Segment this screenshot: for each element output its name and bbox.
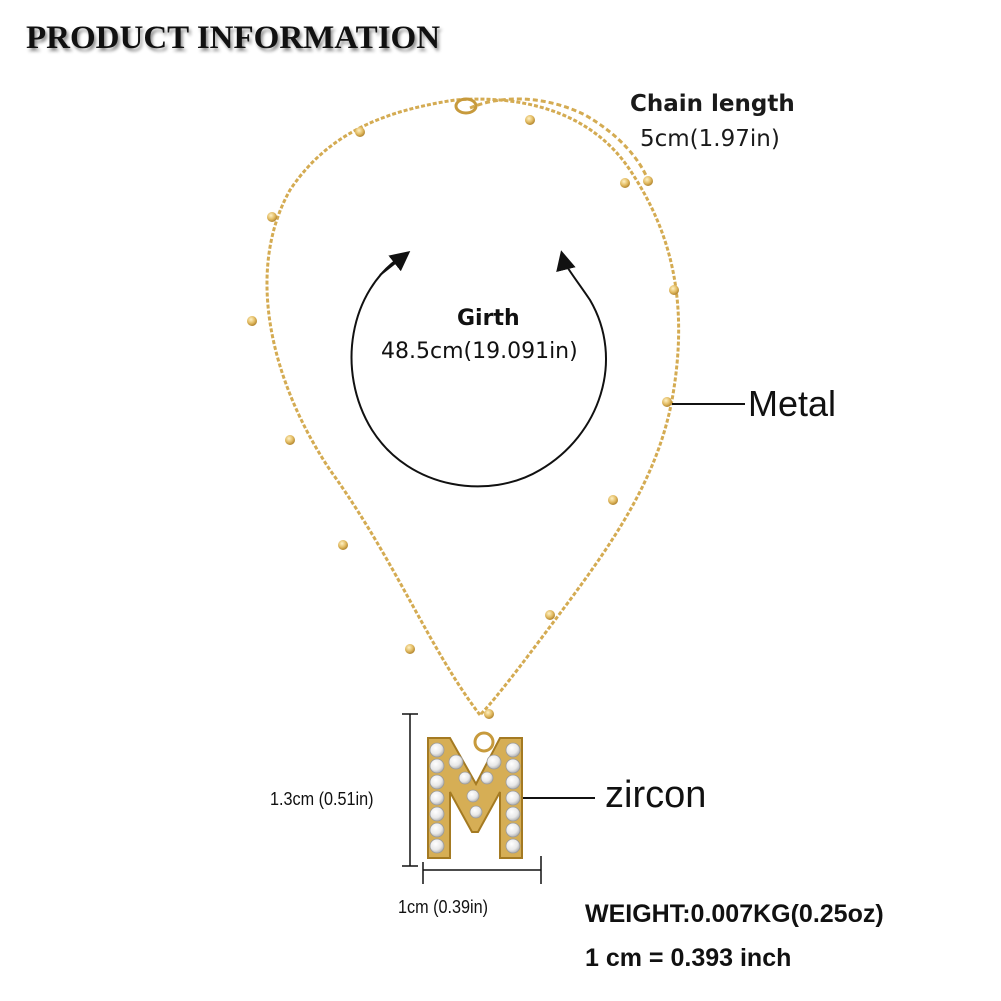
chain-beads — [247, 115, 679, 719]
pendant-letter-m — [427, 731, 523, 859]
girth-value: 48.5cm(19.091in) — [381, 339, 578, 364]
girth-arc — [350, 250, 607, 488]
necklace-chain — [265, 97, 681, 717]
pendant-width-label: 1cm (0.39in) — [398, 897, 489, 917]
metal-label: Metal — [748, 383, 837, 424]
height-dimension — [402, 713, 418, 867]
extender-chain — [469, 97, 650, 181]
clasp — [454, 97, 478, 115]
unit-conversion: 1 cm = 0.393 inch — [585, 944, 792, 972]
chain-length-label: Chain length — [630, 91, 795, 117]
pendant-height-label: 1.3cm (0.51in) — [270, 789, 374, 809]
chain-length-value: 5cm(1.97in) — [640, 126, 780, 152]
girth-label: Girth — [457, 306, 520, 331]
zircon-label: zircon — [605, 774, 707, 816]
weight-spec: WEIGHT:0.007KG(0.25oz) — [585, 900, 884, 928]
width-dimension — [422, 856, 542, 884]
page-title: PRODUCT INFORMATION — [26, 20, 441, 56]
